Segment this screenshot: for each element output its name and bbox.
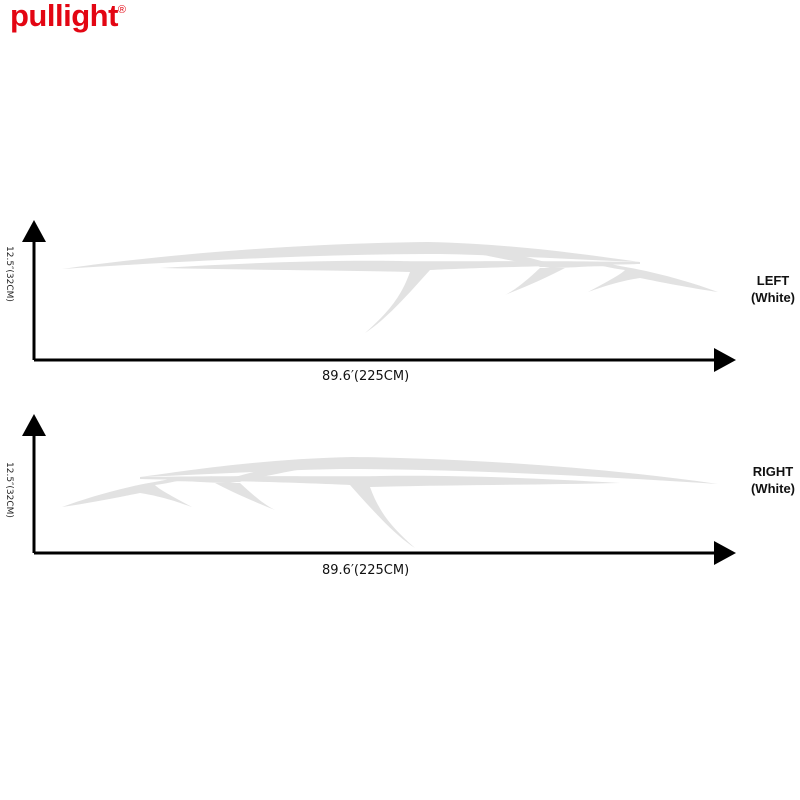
- brand-name: pullight: [10, 0, 118, 33]
- left-side-title: LEFT: [756, 273, 790, 288]
- right-decal-shape: [62, 457, 718, 548]
- left-right-arrow-icon: [714, 348, 736, 372]
- left-side-color: (White): [750, 290, 796, 305]
- left-side-label: LEFT (White): [738, 272, 800, 306]
- right-height-label: 12.5″(32CM): [4, 462, 14, 518]
- left-decal: [62, 242, 718, 333]
- brand-logo: pullight®: [10, 0, 126, 34]
- left-width-label: 89.6′(225CM): [322, 369, 410, 384]
- right-panel-axes: [22, 414, 736, 565]
- left-height-label: 12.5″(32CM): [4, 246, 14, 302]
- registered-mark: ®: [117, 4, 126, 16]
- right-side-color: (White): [750, 481, 796, 496]
- right-side-label: RIGHT (White): [738, 463, 800, 497]
- right-side-title: RIGHT: [752, 464, 794, 479]
- left-up-arrow-icon: [22, 220, 46, 242]
- right-decal: [62, 457, 718, 548]
- right-right-arrow-icon: [714, 541, 736, 565]
- left-decal-shape: [62, 242, 718, 333]
- right-up-arrow-icon: [22, 414, 46, 436]
- left-panel-axes: [22, 220, 736, 372]
- right-width-label: 89.6′(225CM): [322, 563, 410, 578]
